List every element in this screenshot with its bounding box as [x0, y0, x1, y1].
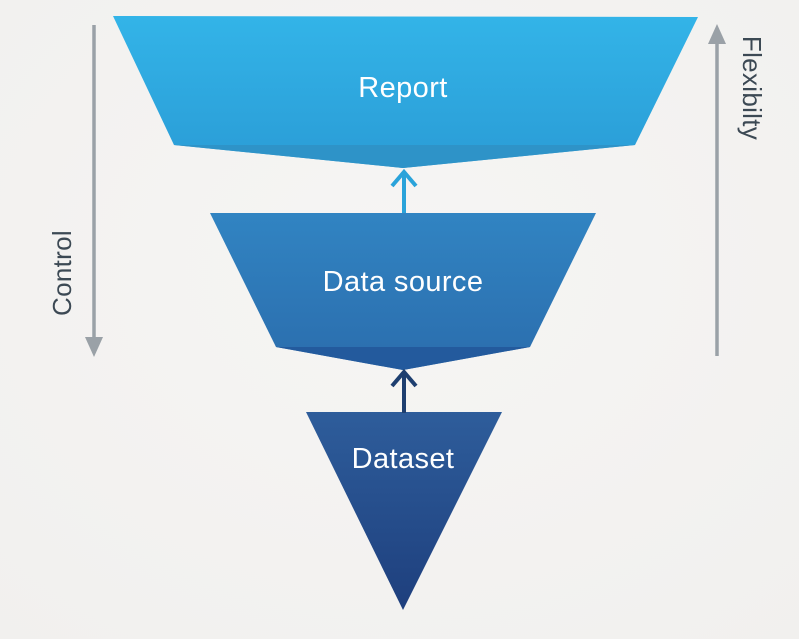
control-axis-label: Control	[47, 230, 77, 316]
data-source-shape-fold	[276, 347, 530, 370]
arrow-head	[390, 168, 418, 188]
control-axis: Control	[47, 25, 103, 357]
dataset-label: Dataset	[352, 443, 455, 475]
funnel-level-data-source: Data source	[210, 213, 596, 370]
report-shape-fold	[174, 145, 635, 168]
report-shape	[113, 16, 698, 168]
data-source-label: Data source	[323, 266, 484, 298]
funnel-level-report: Report	[113, 16, 698, 168]
control-axis-down-arrow-icon	[85, 337, 103, 357]
dataset-shape	[306, 412, 502, 610]
flexibility-axis: Flexibilty	[708, 24, 767, 356]
flexibility-axis-label: Flexibilty	[737, 36, 767, 140]
arrow-head	[390, 368, 418, 388]
funnel-level-dataset: Dataset	[306, 412, 502, 610]
arrow-up-dataset-to-datasource-icon	[390, 368, 418, 413]
data-source-shape	[210, 213, 596, 370]
flexibility-axis-up-arrow-icon	[708, 24, 726, 44]
arrow-up-datasource-to-report-icon	[390, 168, 418, 213]
report-label: Report	[358, 72, 447, 104]
